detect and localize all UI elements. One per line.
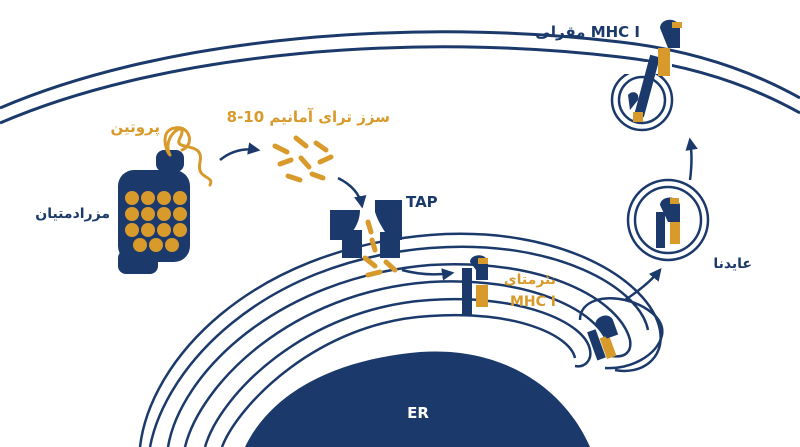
- tap-transporter-icon: [330, 200, 402, 258]
- peptides-label: 8-10 سزز ترای آمانیم: [227, 108, 390, 126]
- surface-mhc-label: مقرلی MHC I: [535, 23, 640, 41]
- arrow-to-surface: [685, 137, 698, 181]
- er-label: ER: [407, 404, 429, 422]
- tap-label: TAP: [406, 193, 438, 211]
- arrow-to-peptides: [219, 142, 261, 161]
- arrow-to-vesicle: [624, 268, 662, 302]
- budding-mhc-i-icon: [587, 315, 619, 361]
- protein-strand-icon: [163, 126, 213, 187]
- er-lumen: [245, 351, 590, 447]
- vesicle-label: عایدنا: [713, 256, 752, 272]
- arrow-to-tap: [337, 176, 367, 209]
- er-exit-bud: [578, 296, 664, 370]
- new-mhc-label-line1: نئرمتای: [504, 272, 556, 288]
- protein-label: پروتین: [110, 118, 160, 137]
- transport-vesicle: [626, 178, 710, 262]
- proteasome-icon: [118, 150, 190, 274]
- peptide-fragments-icon: [272, 135, 334, 183]
- er-peptides-icon: [362, 255, 398, 278]
- arrow-to-new-mhc: [401, 268, 455, 281]
- new-mhc-label-line2: MHC I: [510, 294, 556, 310]
- cell-membrane: [0, 30, 800, 125]
- surface-mhc-i-icon: [628, 19, 682, 122]
- proteasome-label: مزرادمتیان: [35, 206, 110, 222]
- new-mhc-i-icon: [462, 255, 488, 316]
